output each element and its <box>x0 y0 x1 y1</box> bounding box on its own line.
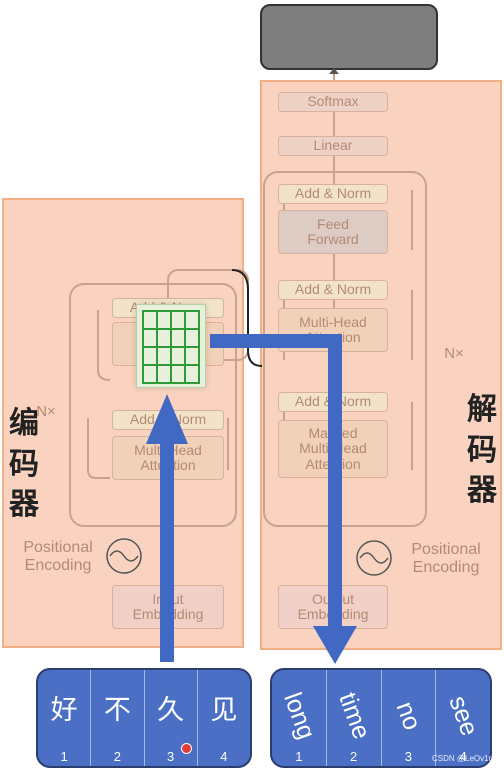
input-token: 久 3 <box>145 670 198 766</box>
output-token-index: 3 <box>404 749 412 764</box>
input-token-text: 见 <box>210 695 238 726</box>
matrix-grid <box>142 310 200 384</box>
output-token-bar: long 1 time 2 no 3 see 4 <box>270 668 492 768</box>
output-probabilities-box <box>260 4 438 70</box>
encoder-up-arrowhead <box>146 394 188 444</box>
output-token-index: 4 <box>459 749 467 764</box>
decoder-char-2: 码 <box>467 432 497 468</box>
input-token: 好 1 <box>38 670 92 766</box>
linear-label: Linear <box>313 137 353 154</box>
softmax-block: Softmax <box>278 92 388 112</box>
feed-forward-block: Feed Forward <box>278 210 388 254</box>
output-token-text: time <box>332 688 376 743</box>
encoder-up-arrow-shaft <box>160 440 174 662</box>
feed-forward-label: Feed Forward <box>307 215 359 247</box>
decoder-add-norm-2: Add & Norm <box>278 280 388 300</box>
decoder-char-3: 器 <box>467 473 497 508</box>
encoder-char-1: 编 <box>9 406 39 441</box>
cross-arrowhead <box>313 626 357 664</box>
output-token-text: long <box>278 688 321 743</box>
input-token-text: 久 <box>157 695 185 726</box>
output-token-text: no <box>390 698 427 734</box>
input-token-bar: 好 1 不 2 久 3 见 4 <box>36 668 252 768</box>
encoder-char-3: 器 <box>9 487 39 522</box>
encoder-output-matrix <box>136 304 206 388</box>
cross-arrow-horizontal <box>210 334 342 348</box>
softmax-label: Softmax <box>307 93 359 110</box>
output-token-index: 2 <box>350 749 358 764</box>
output-token: long 1 <box>272 670 327 766</box>
input-token-index: 4 <box>220 749 228 764</box>
input-token-index: 3 <box>167 749 175 764</box>
input-token: 见 4 <box>198 670 250 766</box>
decoder-side-label: 解 码 器 <box>462 390 502 512</box>
cursor-dot-icon <box>180 743 192 754</box>
encoder-char-2: 码 <box>9 446 39 482</box>
decoder-add-norm-2-label: Add & Norm <box>294 281 372 298</box>
decoder-nx-label: N× <box>444 344 464 362</box>
output-token: time 2 <box>327 670 382 766</box>
decoder-add-norm-1-label: Add & Norm <box>294 185 372 202</box>
decoder-add-norm-1: Add & Norm <box>278 184 388 204</box>
encoder-positional-encoding-label: Positional Encoding <box>23 539 93 574</box>
input-token-index: 2 <box>113 749 121 764</box>
watermark: CSDN @LeOv1r <box>432 754 492 763</box>
output-token-index: 1 <box>295 749 303 764</box>
decoder-positional-encoding-label: Positional Encoding <box>411 541 481 576</box>
input-token-text: 好 <box>50 695 78 726</box>
linear-block: Linear <box>278 136 388 156</box>
cross-arrow-vertical <box>328 334 342 630</box>
output-token-text: see <box>443 692 484 740</box>
output-token: see 4 <box>436 670 490 766</box>
encoder-side-label: 编 码 器 <box>4 404 44 526</box>
input-token: 不 2 <box>91 670 145 766</box>
decoder-char-1: 解 <box>467 392 497 427</box>
input-token-text: 不 <box>103 695 131 726</box>
encoder-nx-label: N× <box>36 402 56 420</box>
decoder-panel <box>260 80 502 650</box>
input-token-index: 1 <box>60 749 68 764</box>
output-token: no 3 <box>382 670 437 766</box>
